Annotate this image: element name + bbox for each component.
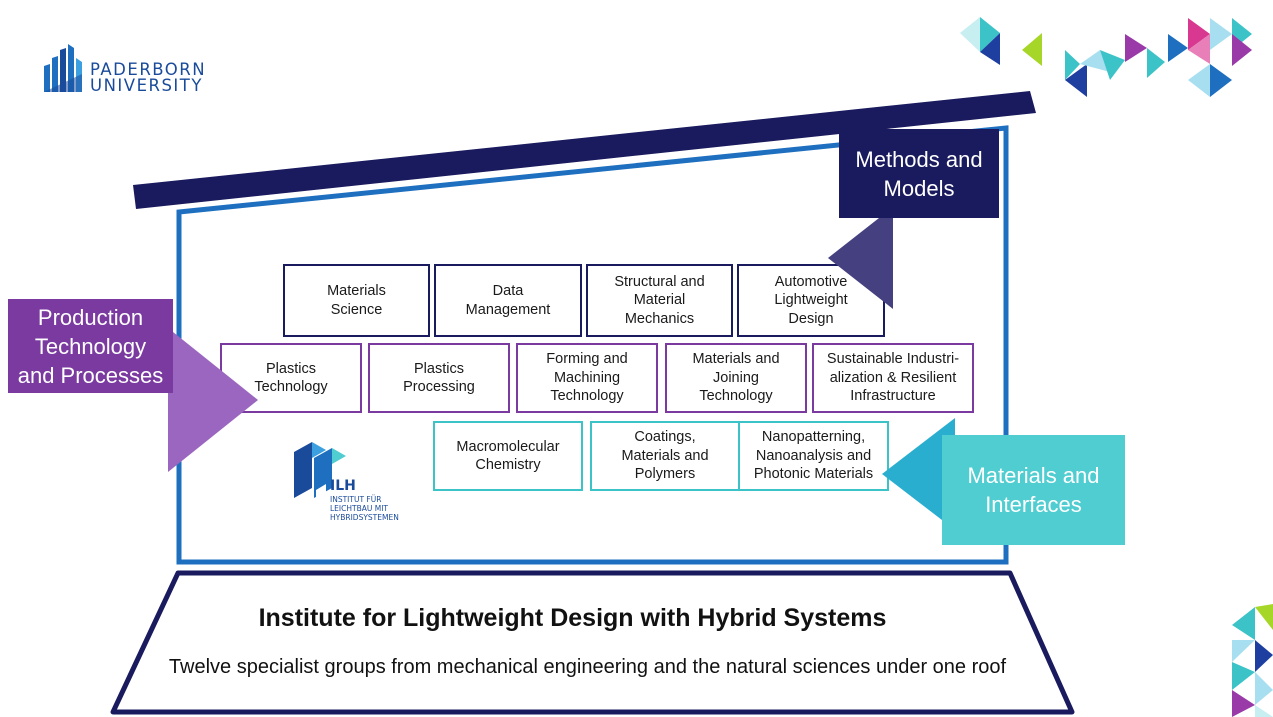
institute-title: Institute for Lightweight Design with Hy…: [258, 604, 887, 632]
university-logo-mark-icon: [44, 44, 82, 92]
group-materials-joining[interactable]: Materials and Joining Technology: [665, 343, 807, 413]
group-macromolecular-chemistry[interactable]: Macromolecular Chemistry: [433, 421, 583, 491]
group-nanopatterning[interactable]: Nanopatterning, Nanoanalysis and Photoni…: [738, 421, 889, 491]
base-trapezoid: [110, 570, 1075, 715]
group-plastics-processing[interactable]: Plastics Processing: [368, 343, 510, 413]
group-materials-science[interactable]: Materials Science: [283, 264, 430, 337]
ilh-logo-mark-icon: [294, 442, 346, 500]
group-coatings-polymers[interactable]: Coatings, Materials and Polymers: [590, 421, 740, 491]
institute-subtitle: Twelve specialist groups from mechanical…: [168, 656, 1007, 678]
group-sustainable-industrialization[interactable]: Sustainable Industri- alization & Resili…: [812, 343, 974, 413]
ilh-subtitle: INSTITUT FÜR LEICHTBAU MIT HYBRIDSYSTEME…: [330, 495, 399, 522]
university-logo[interactable]: PADERBORN UNIVERSITY: [44, 44, 207, 96]
ilh-title: ILH: [330, 478, 356, 494]
category-materials-and-interfaces[interactable]: Materials and Interfaces: [942, 435, 1125, 545]
group-automotive-lightweight[interactable]: Automotive Lightweight Design: [737, 264, 885, 337]
decorative-triangles-top: [960, 17, 1252, 97]
ilh-logo[interactable]: ILH INSTITUT FÜR LEICHTBAU MIT HYBRIDSYS…: [292, 440, 432, 528]
category-production-technology[interactable]: Production Technology and Processes: [8, 299, 173, 393]
group-structural-mechanics[interactable]: Structural and Material Mechanics: [586, 264, 733, 337]
group-data-management[interactable]: Data Management: [434, 264, 582, 337]
decorative-triangles-bottom: [1232, 604, 1273, 717]
category-methods-and-models[interactable]: Methods and Models: [839, 129, 999, 218]
university-name: PADERBORN UNIVERSITY: [90, 60, 207, 95]
roof-bar: [133, 91, 1036, 209]
group-forming-machining[interactable]: Forming and Machining Technology: [516, 343, 658, 413]
group-plastics-technology[interactable]: Plastics Technology: [220, 343, 362, 413]
